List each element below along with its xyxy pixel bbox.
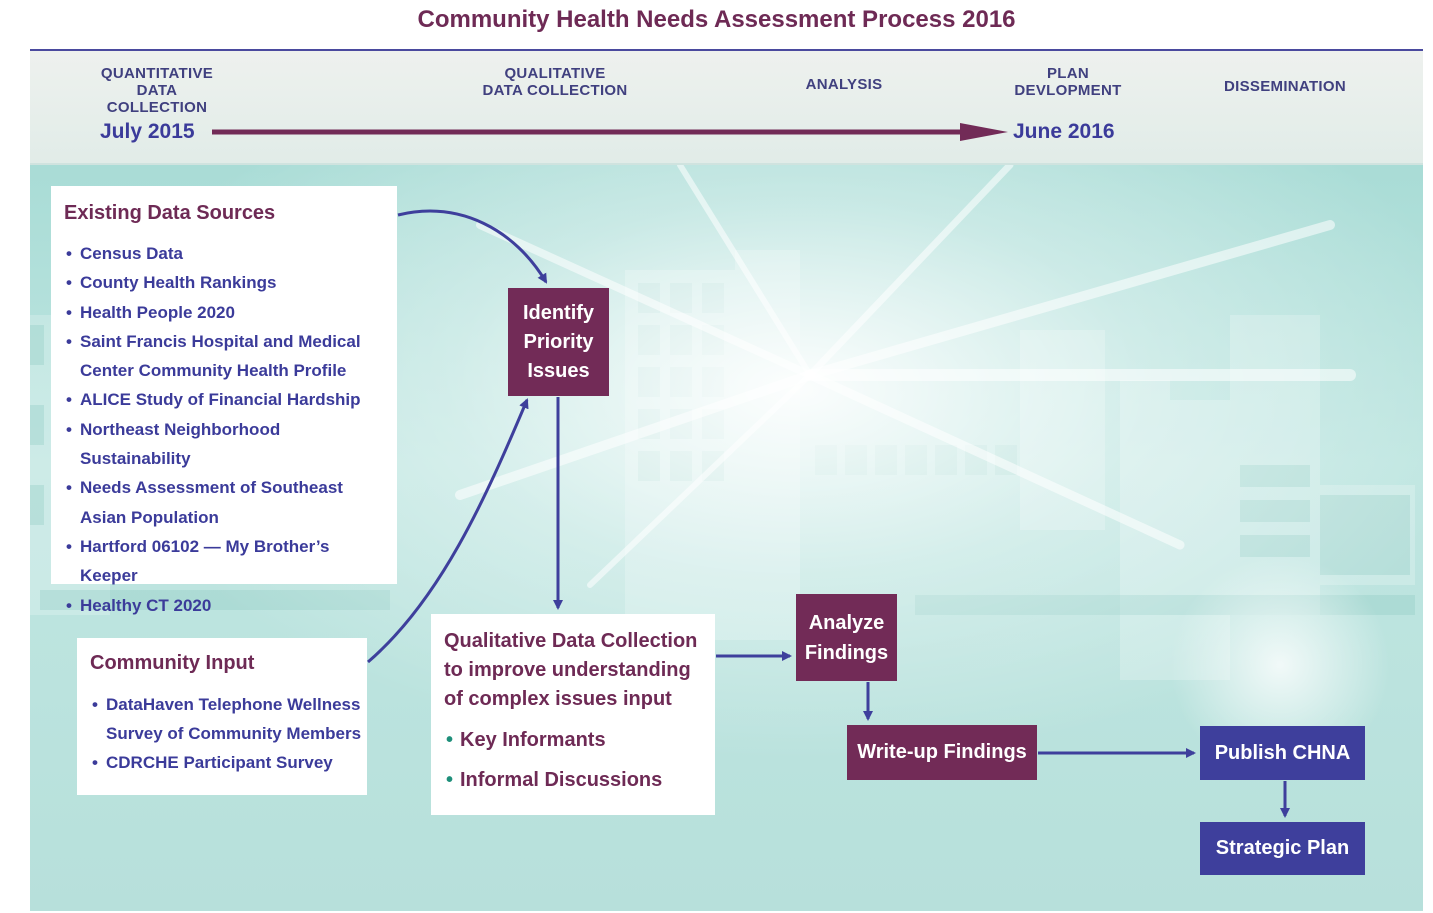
- title-rule: [30, 49, 1423, 51]
- qualitative-collection-box: Qualitative Data Collection to improve u…: [431, 614, 715, 815]
- list-item: County Health Rankings: [64, 268, 389, 297]
- analyze-findings-box: Analyze Findings: [796, 594, 897, 681]
- phase-line: DATA COLLECTION: [106, 82, 208, 116]
- list-item: Northeast Neighborhood Sustainability: [64, 415, 389, 474]
- phase-qualitative: QUALITATIVE DATA COLLECTION: [465, 65, 645, 99]
- step-label: Analyze Findings: [804, 611, 889, 664]
- qualitative-heading: Qualitative Data Collection to improve u…: [444, 630, 698, 710]
- existing-data-sources-box: Existing Data Sources Census Data County…: [51, 186, 397, 615]
- diagram-title: Community Health Needs Assessment Proces…: [417, 6, 1016, 33]
- phase-line: ANALYSIS: [805, 76, 883, 93]
- qualitative-list: Key Informants Informal Discussions: [444, 720, 709, 800]
- end-date: June 2016: [1013, 120, 1115, 143]
- list-item: Needs Assessment of Southeast Asian Popu…: [64, 473, 389, 532]
- list-item: Census Data: [64, 239, 389, 268]
- phase-line: DATA COLLECTION: [482, 82, 628, 99]
- list-item: Hartford 06102 — My Brother’s Keeper: [64, 532, 389, 591]
- phase-dissemination: DISSEMINATION: [1205, 78, 1365, 95]
- identify-priority-issues-box: Identify Priority Issues: [508, 288, 609, 396]
- community-input-list: DataHaven Telephone Wellness Survey of C…: [90, 690, 365, 777]
- publish-chna-box: Publish CHNA: [1200, 726, 1365, 780]
- phase-line: QUANTITATIVE: [100, 65, 214, 82]
- list-item: Key Informants: [444, 720, 709, 760]
- timeline-arrow: [212, 123, 1008, 141]
- existing-data-list: Census Data County Health Rankings Healt…: [64, 239, 389, 620]
- list-item: Healthy CT 2020: [64, 591, 389, 620]
- phase-line: DEVLOPMENT: [1014, 82, 1122, 99]
- list-item: CDRCHE Participant Survey: [90, 748, 365, 777]
- phase-line: QUALITATIVE: [504, 65, 606, 82]
- list-item: Saint Francis Hospital and Medical Cente…: [64, 327, 389, 386]
- list-item: Informal Discussions: [444, 760, 709, 800]
- community-input-box: Community Input DataHaven Telephone Well…: [77, 638, 367, 795]
- phase-analysis: ANALYSIS: [784, 76, 904, 93]
- strategic-plan-box: Strategic Plan: [1200, 822, 1365, 875]
- step-label: Write-up Findings: [857, 741, 1027, 763]
- community-input-heading: Community Input: [90, 652, 255, 674]
- write-up-findings-box: Write-up Findings: [847, 725, 1037, 780]
- start-date: July 2015: [100, 120, 195, 143]
- phase-quantitative: QUANTITATIVE DATA COLLECTION: [87, 65, 227, 116]
- phase-line: DISSEMINATION: [1224, 78, 1346, 95]
- phase-line: PLAN: [1046, 65, 1090, 82]
- list-item: DataHaven Telephone Wellness Survey of C…: [90, 690, 365, 748]
- step-label: Publish CHNA: [1214, 741, 1351, 764]
- list-item: ALICE Study of Financial Hardship: [64, 385, 389, 414]
- existing-data-heading: Existing Data Sources: [64, 202, 276, 224]
- list-item: Health People 2020: [64, 298, 389, 327]
- step-label: Identify Priority Issues: [522, 301, 595, 382]
- step-label: Strategic Plan: [1215, 837, 1350, 859]
- phase-plan: PLAN DEVLOPMENT: [998, 65, 1138, 99]
- timeline-band: QUANTITATIVE DATA COLLECTION QUALITATIVE…: [30, 51, 1423, 165]
